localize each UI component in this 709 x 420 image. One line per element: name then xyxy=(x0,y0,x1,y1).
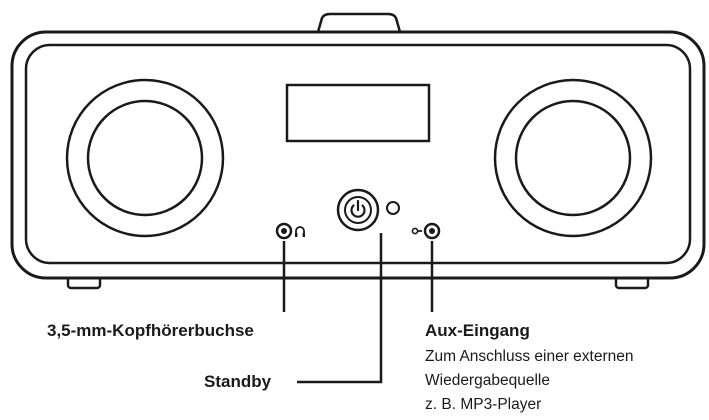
display-window xyxy=(285,83,431,143)
top-knob xyxy=(316,12,402,34)
standby-leader-line xyxy=(297,233,383,384)
headphone-jack-label: 3,5-mm-Kopfhörerbuchse xyxy=(47,321,254,340)
aux-input-icon xyxy=(411,227,422,235)
aux-description-line-2: Wiedergabequelle xyxy=(425,372,550,389)
headphone-jack[interactable] xyxy=(275,222,293,240)
headphone-icon xyxy=(295,226,305,237)
aux-description-line-1: Zum Anschluss einer externen xyxy=(425,348,634,365)
aux-input-label: Aux-Eingang xyxy=(425,321,530,340)
right-speaker-outer xyxy=(493,78,653,238)
aux-description-line-3: z. B. MP3-Player xyxy=(425,396,542,413)
right-speaker-inner xyxy=(514,99,632,217)
radio-body-outer xyxy=(10,30,706,280)
led-sensor xyxy=(386,201,400,215)
standby-button[interactable] xyxy=(336,188,380,232)
aux-input-jack[interactable] xyxy=(423,222,441,240)
left-speaker-outer xyxy=(65,78,225,238)
power-icon xyxy=(350,199,366,218)
left-speaker-inner xyxy=(86,99,204,217)
radio-front-panel xyxy=(24,43,692,265)
standby-label: Standby xyxy=(204,372,272,391)
